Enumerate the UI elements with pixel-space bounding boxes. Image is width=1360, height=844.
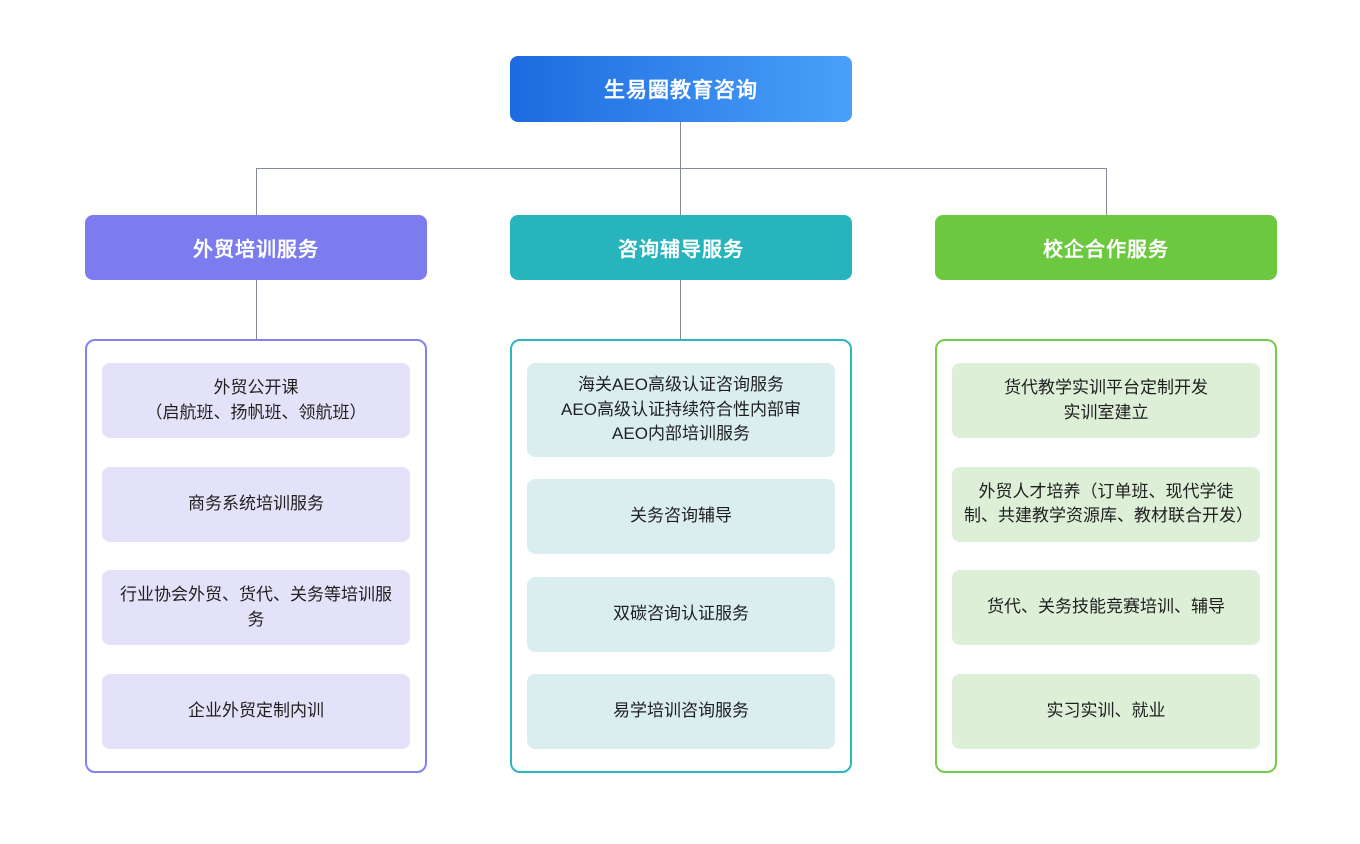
leaf-node: 行业协会外贸、货代、关务等培训服务 bbox=[102, 570, 410, 646]
leaf-node: 海关AEO高级认证咨询服务 AEO高级认证持续符合性内部审 AEO内部培训服务 bbox=[527, 363, 835, 457]
leaf-node: 实习实训、就业 bbox=[952, 673, 1260, 749]
branch-header-consulting-coaching: 咨询辅导服务 bbox=[510, 215, 852, 280]
connector-drop-branch3 bbox=[1106, 168, 1107, 215]
connector-branch2-stem bbox=[680, 280, 681, 339]
connector-drop-branch1 bbox=[256, 168, 257, 215]
leaf-node: 货代教学实训平台定制开发 实训室建立 bbox=[952, 363, 1260, 438]
connector-drop-branch2 bbox=[680, 168, 681, 215]
root-node: 生易圈教育咨询 bbox=[510, 56, 852, 122]
leaf-node: 外贸人才培养（订单班、现代学徒制、共建教学资源库、教材联合开发） bbox=[952, 466, 1260, 542]
leaf-node: 易学培训咨询服务 bbox=[527, 674, 835, 749]
branch-header-foreign-trade-training: 外贸培训服务 bbox=[85, 215, 427, 280]
leaf-node: 商务系统培训服务 bbox=[102, 466, 410, 542]
leaf-node: 关务咨询辅导 bbox=[527, 479, 835, 555]
leaf-node: 外贸公开课 （启航班、扬帆班、领航班） bbox=[102, 363, 410, 438]
connector-horizontal-rail bbox=[256, 168, 1107, 169]
branch-container-consulting-coaching: 海关AEO高级认证咨询服务 AEO高级认证持续符合性内部审 AEO内部培训服务 … bbox=[510, 339, 852, 773]
connector-root-stem bbox=[680, 122, 681, 168]
branch-container-foreign-trade-training: 外贸公开课 （启航班、扬帆班、领航班） 商务系统培训服务 行业协会外贸、货代、关… bbox=[85, 339, 427, 773]
leaf-node: 货代、关务技能竞赛培训、辅导 bbox=[952, 570, 1260, 646]
connector-branch1-stem bbox=[256, 280, 257, 339]
leaf-node: 企业外贸定制内训 bbox=[102, 673, 410, 749]
branch-container-school-enterprise: 货代教学实训平台定制开发 实训室建立 外贸人才培养（订单班、现代学徒制、共建教学… bbox=[935, 339, 1277, 773]
leaf-node: 双碳咨询认证服务 bbox=[527, 576, 835, 652]
branch-header-school-enterprise: 校企合作服务 bbox=[935, 215, 1277, 280]
